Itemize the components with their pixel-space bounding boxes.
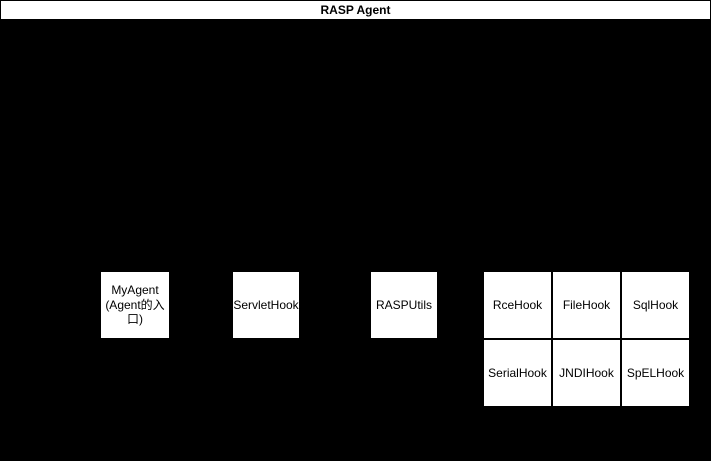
hook-cell-spelhook: SpELHook [621, 339, 690, 407]
node-myagent-label-line3: 口) [127, 312, 143, 327]
node-servlethook: ServletHook [232, 271, 300, 339]
hook-cell-jndihook: JNDIHook [552, 339, 621, 407]
diagram-title-bar: RASP Agent [0, 0, 711, 20]
node-myagent: MyAgent (Agent的入 口) [100, 271, 170, 339]
hook-cell-spelhook-label: SpELHook [626, 366, 685, 380]
hook-cell-serialhook: SerialHook [483, 339, 552, 407]
hook-grid: RceHook FileHook SqlHook SerialHook JNDI… [483, 271, 690, 407]
hook-cell-filehook: FileHook [552, 271, 621, 339]
node-myagent-label-line1: MyAgent [111, 283, 159, 298]
hook-cell-sqlhook-label: SqlHook [632, 298, 679, 312]
hook-cell-sqlhook: SqlHook [621, 271, 690, 339]
node-rasputils-label: RASPUtils [375, 297, 432, 312]
node-myagent-label-line2: (Agent的入 [105, 297, 165, 312]
node-rasputils: RASPUtils [370, 271, 438, 339]
hook-cell-serialhook-label: SerialHook [488, 366, 547, 380]
hook-cell-rcehook: RceHook [483, 271, 552, 339]
hook-cell-rcehook-label: RceHook [492, 298, 543, 312]
diagram-title: RASP Agent [320, 3, 391, 17]
hook-cell-jndihook-label: JNDIHook [559, 366, 614, 380]
hook-cell-filehook-label: FileHook [562, 298, 611, 312]
node-servlethook-label: ServletHook [233, 297, 299, 312]
